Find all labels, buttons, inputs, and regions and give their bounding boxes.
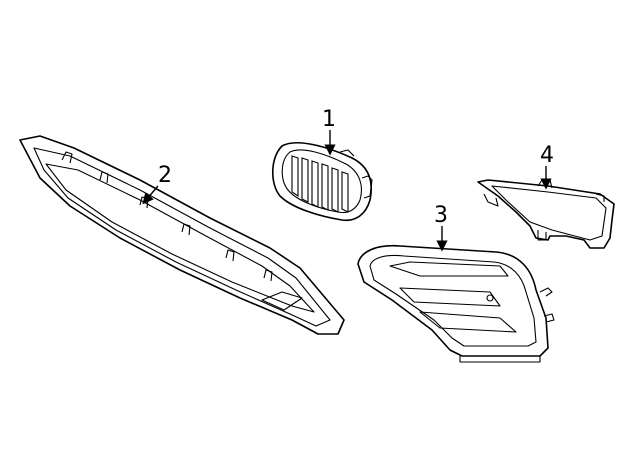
part-2-lower-grille <box>19 135 345 335</box>
callout-1-label: 1 <box>322 107 336 132</box>
callout-3-label: 3 <box>434 203 448 228</box>
callout-4-label: 4 <box>540 143 554 168</box>
callout-2-label: 2 <box>158 163 172 188</box>
kidney-grille-slats <box>291 155 349 213</box>
part-1-kidney-grille <box>271 142 373 222</box>
callout-4: 4 <box>540 143 554 190</box>
callout-2: 2 <box>142 163 172 205</box>
part-4-bracket <box>477 179 615 249</box>
callout-1: 1 <box>322 107 336 156</box>
callout-3: 3 <box>434 203 448 252</box>
callout-2-arrow <box>142 185 159 205</box>
part-3-duct-trim <box>357 244 555 363</box>
